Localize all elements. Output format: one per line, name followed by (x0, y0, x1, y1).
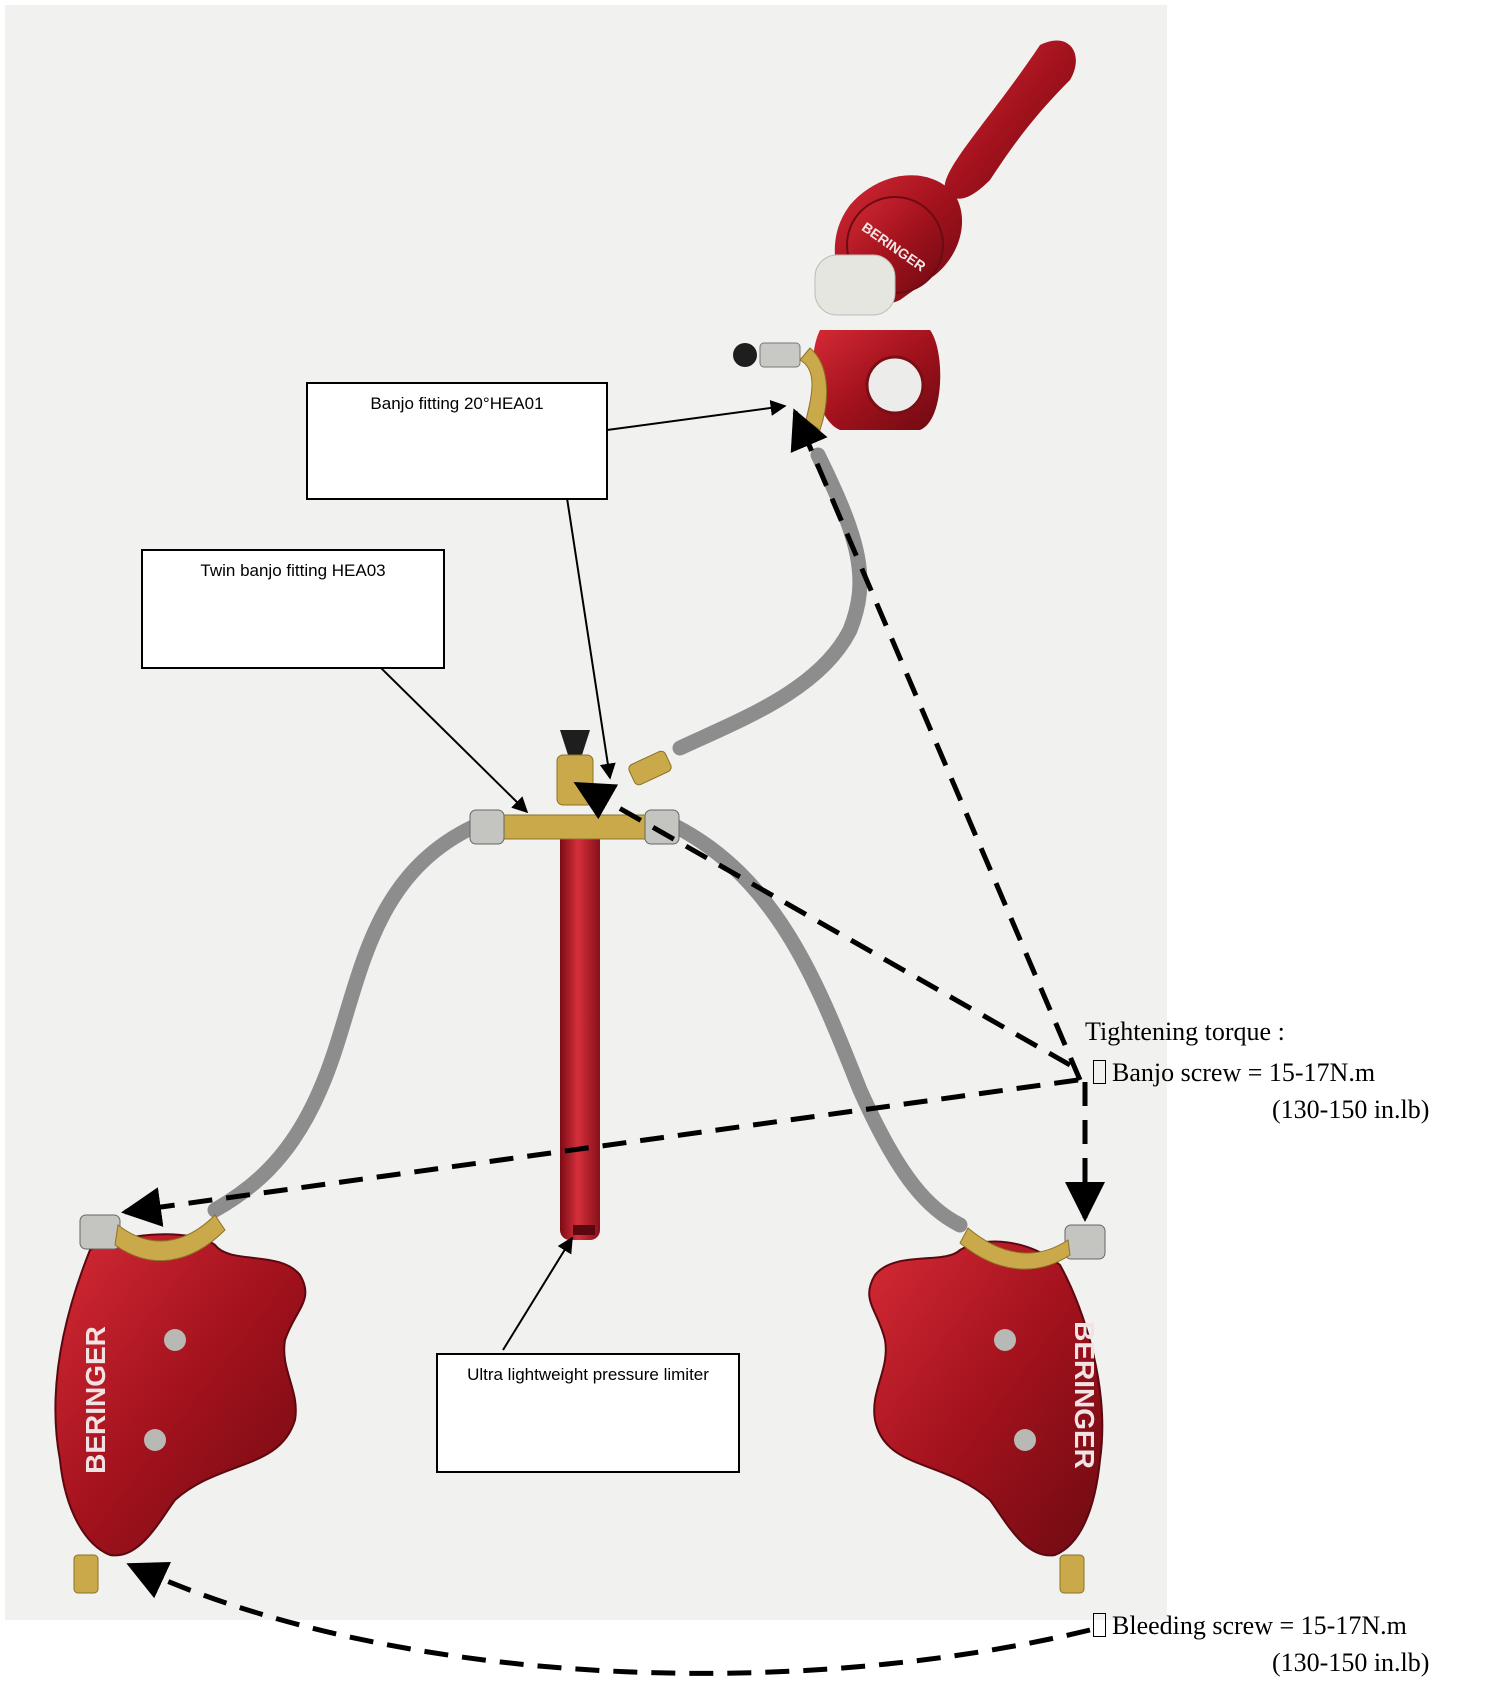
hose-limiter-to-right-caliper (675, 826, 960, 1225)
left-caliper-pin-bottom (144, 1429, 166, 1451)
right-caliper-pin-top (994, 1329, 1016, 1351)
torque-banjo-spec-inlb: (130-150 in.lb) (1272, 1093, 1429, 1127)
callout-banjo-fitting-text: Banjo fitting 20°HEA01 (370, 394, 543, 413)
checkbox-glyph (1093, 1613, 1106, 1637)
left-caliper-banjo-bolt (80, 1215, 120, 1249)
hose-limiter-to-left-caliper (215, 826, 475, 1210)
callout-twin-banjo: Twin banjo fitting HEA03 (141, 549, 445, 669)
limiter-top-fitting (557, 755, 593, 805)
torque-title: Tightening torque : (1085, 1015, 1285, 1049)
clamp-bore (867, 357, 923, 413)
callout-twin-banjo-text: Twin banjo fitting HEA03 (200, 561, 385, 580)
leader-banjo-to-master (607, 406, 785, 430)
upper-banjo-nut (627, 750, 673, 787)
dash-to-left-caliper-banjo (125, 1080, 1078, 1212)
limiter-top-bleeder (560, 730, 590, 755)
callout-pressure-limiter: Ultra lightweight pressure limiter (436, 1353, 740, 1473)
left-caliper-logo: BERINGER (80, 1326, 111, 1474)
master-cylinder: BERINGER (733, 40, 1076, 430)
left-caliper-bleed-screw (74, 1555, 98, 1593)
torque-bleeding-line2: (130-150 in.lb) (1272, 1648, 1429, 1677)
brake-lever (945, 40, 1076, 198)
pressure-limiter (470, 730, 679, 1240)
right-caliper-banjo-bolt (1065, 1225, 1105, 1259)
right-caliper-pin-bottom (1014, 1429, 1036, 1451)
right-caliper-bleed-screw (1060, 1555, 1084, 1593)
master-bleed-nipple (733, 343, 757, 367)
left-caliper-pin-top (164, 1329, 186, 1351)
leader-pressure-limiter (503, 1238, 572, 1350)
dash-to-left-bleed-screw (130, 1565, 1090, 1673)
checkbox-glyph (1093, 1060, 1106, 1084)
callout-pressure-limiter-text: Ultra lightweight pressure limiter (467, 1365, 709, 1384)
torque-banjo-spec: Banjo screw = 15-17N.m (1093, 1056, 1375, 1090)
right-caliper-logo: BERINGER (1069, 1321, 1100, 1469)
right-caliper: BERINGER (869, 1225, 1105, 1593)
torque-bleeding-line1: Bleeding screw = 15-17N.m (1112, 1611, 1407, 1640)
limiter-body (560, 820, 600, 1240)
dash-to-master-banjo (795, 412, 1080, 1080)
torque-bleeding-spec: Bleeding screw = 15-17N.m (1093, 1609, 1407, 1643)
torque-title-text: Tightening torque : (1085, 1017, 1285, 1046)
torque-banjo-line1: Banjo screw = 15-17N.m (1112, 1058, 1375, 1087)
right-caliper-body (869, 1242, 1102, 1556)
reservoir-translucent (815, 255, 895, 315)
leader-twin-banjo (380, 667, 527, 812)
torque-bleeding-spec-inlb: (130-150 in.lb) (1272, 1646, 1429, 1680)
left-caliper: BERINGER (55, 1215, 305, 1593)
callout-banjo-fitting: Banjo fitting 20°HEA01 (306, 382, 608, 500)
limiter-end-cap (573, 1225, 595, 1235)
twin-banjo-left-nut (470, 810, 504, 844)
master-banjo-bolt (760, 343, 800, 367)
torque-banjo-line2: (130-150 in.lb) (1272, 1095, 1429, 1124)
